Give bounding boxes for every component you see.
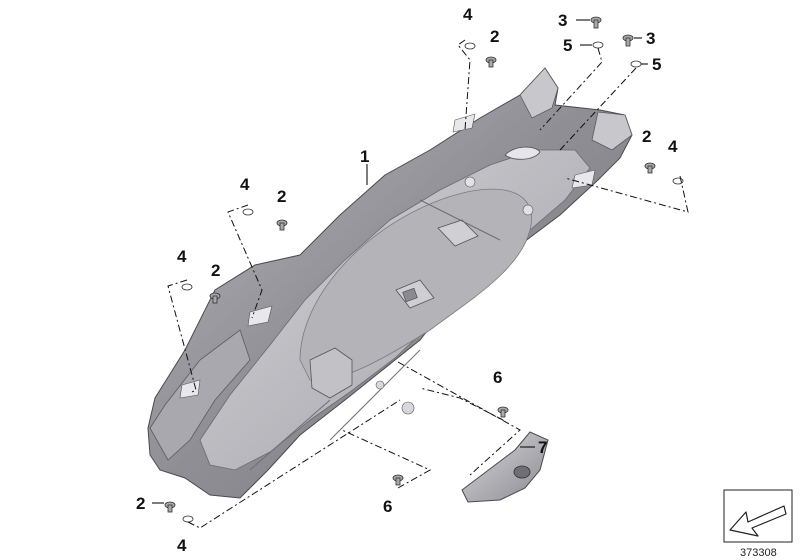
screw-upper-left [276,219,288,231]
washer-top-4 [464,42,476,50]
callout-5-right: 5 [652,55,661,74]
washer-bottom-4 [182,515,194,523]
screw-6-upper [497,406,509,418]
callout-4-right: 4 [668,137,678,156]
callout-4-bottom: 4 [177,536,187,555]
callout-2-top: 2 [490,27,499,46]
reference-symbol: 373308 [723,489,793,559]
callout-3-left: 3 [558,11,567,30]
callout-7: 7 [538,438,547,457]
screw-6-lower [392,474,404,486]
screw-left [209,292,221,304]
washer-right-4 [672,177,684,185]
callout-3-right: 3 [646,29,655,48]
direction-arrow-icon [729,505,787,537]
leader-lines [152,19,648,504]
washer-left-4 [181,283,193,291]
callout-4-top: 4 [463,5,473,24]
washer-upper-left-4 [242,208,254,216]
callout-6-lower: 6 [383,497,392,516]
callout-4-left: 4 [177,247,187,266]
callout-2-left: 2 [211,261,220,280]
callout-2-upper-left: 2 [277,187,286,206]
washer-5-left [592,41,604,49]
rear-cover-part [461,431,549,503]
callout-2-right: 2 [642,127,651,146]
fasteners [164,16,684,523]
rear-tray-part [147,67,633,499]
assembly-lines [167,39,689,529]
washer-5-right [630,60,642,68]
callouts: 1 2 2 2 2 2 3 3 4 4 4 4 4 5 5 6 6 7 [136,5,678,555]
callout-6-upper: 6 [493,368,502,387]
callout-4-upper-left: 4 [240,175,250,194]
screw-bottom-left [164,501,176,513]
callout-5-left: 5 [563,36,572,55]
callout-2-bottom-left: 2 [136,494,145,513]
callout-1: 1 [360,147,369,166]
screw-right [644,162,656,174]
screw-top [485,56,497,68]
screw-3-left [590,16,602,29]
screw-3-right [622,34,634,47]
reference-number: 373308 [740,547,777,559]
